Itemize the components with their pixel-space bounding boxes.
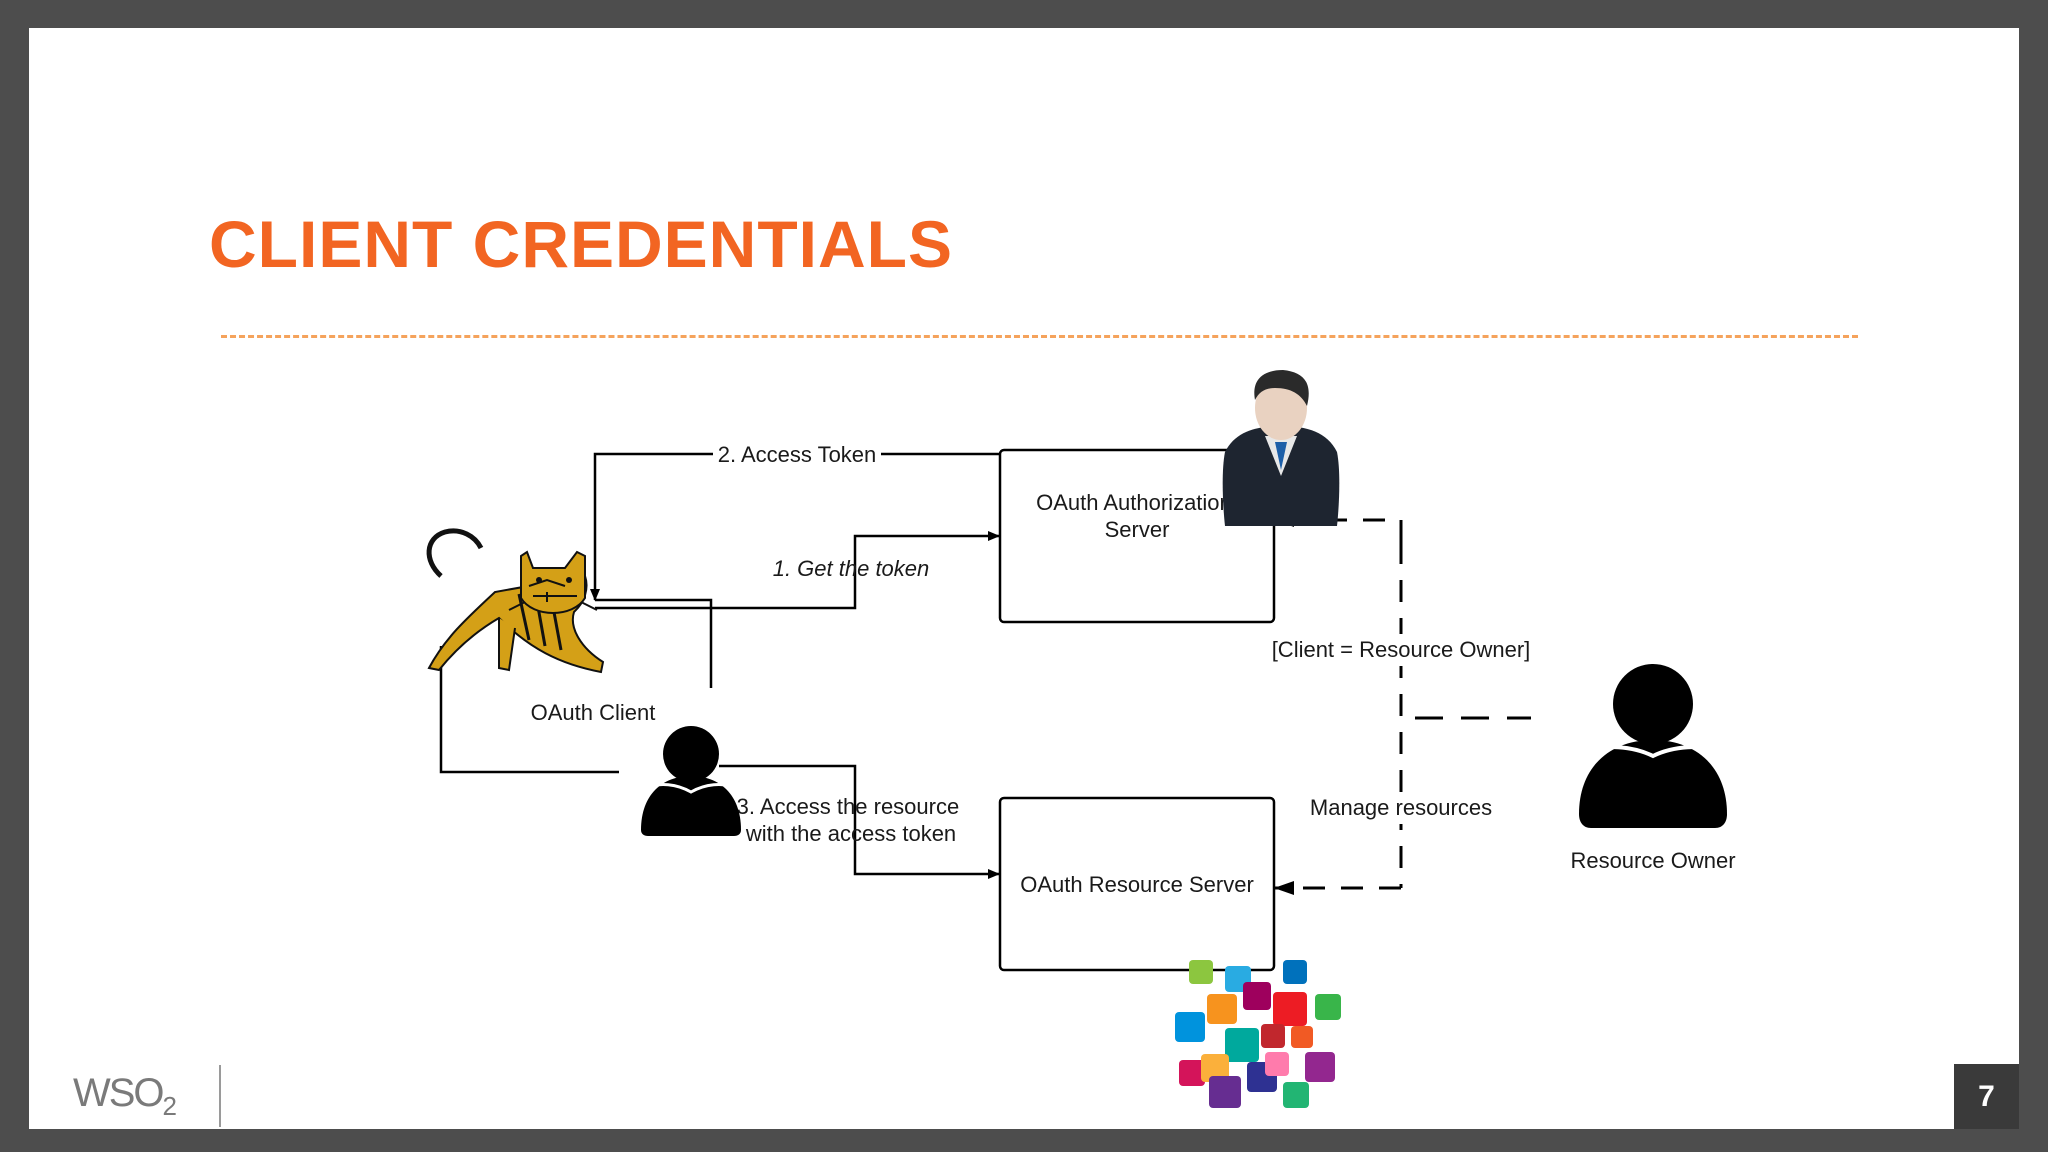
client-equals-owner-label: [Client = Resource Owner]: [1272, 637, 1531, 662]
auth-server-label-line1: OAuth Authorization: [1036, 490, 1232, 515]
edge-client-left: [439, 646, 619, 774]
logo-separator: [219, 1065, 221, 1127]
client-label: OAuth Client: [531, 700, 656, 725]
auth-server-label: OAuth Authorization Server: [1036, 490, 1238, 542]
resource-owner-icon: [1579, 664, 1727, 828]
title-divider: [221, 335, 1858, 338]
access-token-label: 2. Access Token: [718, 442, 877, 467]
auth-server-label-line2: Server: [1105, 517, 1170, 542]
resource-server-label: OAuth Resource Server: [1020, 872, 1254, 897]
get-token-label: 1. Get the token: [773, 556, 930, 581]
resource-owner-label: Resource Owner: [1570, 848, 1735, 873]
slide: CLIENT CREDENTIALS OAuth Authorization S…: [29, 28, 2019, 1129]
label-pad-client-owner: [1267, 634, 1537, 666]
user-icon: [641, 726, 741, 836]
tomcat-icon: [426, 528, 605, 674]
access-resource-line2: with the access token: [745, 821, 956, 846]
label-pad-access-token: [713, 438, 881, 468]
apps-icon: [1175, 960, 1341, 1108]
oauth-diagram: OAuth Authorization Server OAuth Resourc…: [426, 370, 1736, 1108]
edge-owner-to-auth: [1274, 513, 1403, 542]
edge-get-token: [595, 531, 1000, 610]
businessman-icon: [1222, 370, 1340, 526]
edge-client-link: [595, 598, 713, 688]
page-number: 7: [1954, 1064, 2019, 1129]
auth-server-box: [998, 448, 1276, 624]
access-resource-label: 3. Access the resource with the access t…: [737, 794, 966, 846]
slide-title: CLIENT CREDENTIALS: [209, 207, 953, 281]
edge-access-resource: [719, 764, 1000, 879]
access-resource-line1: 3. Access the resource: [737, 794, 960, 819]
manage-resources-label: Manage resources: [1310, 795, 1492, 820]
wso2-logo: WSO2: [73, 1071, 177, 1121]
label-pad-manage: [1297, 792, 1505, 824]
